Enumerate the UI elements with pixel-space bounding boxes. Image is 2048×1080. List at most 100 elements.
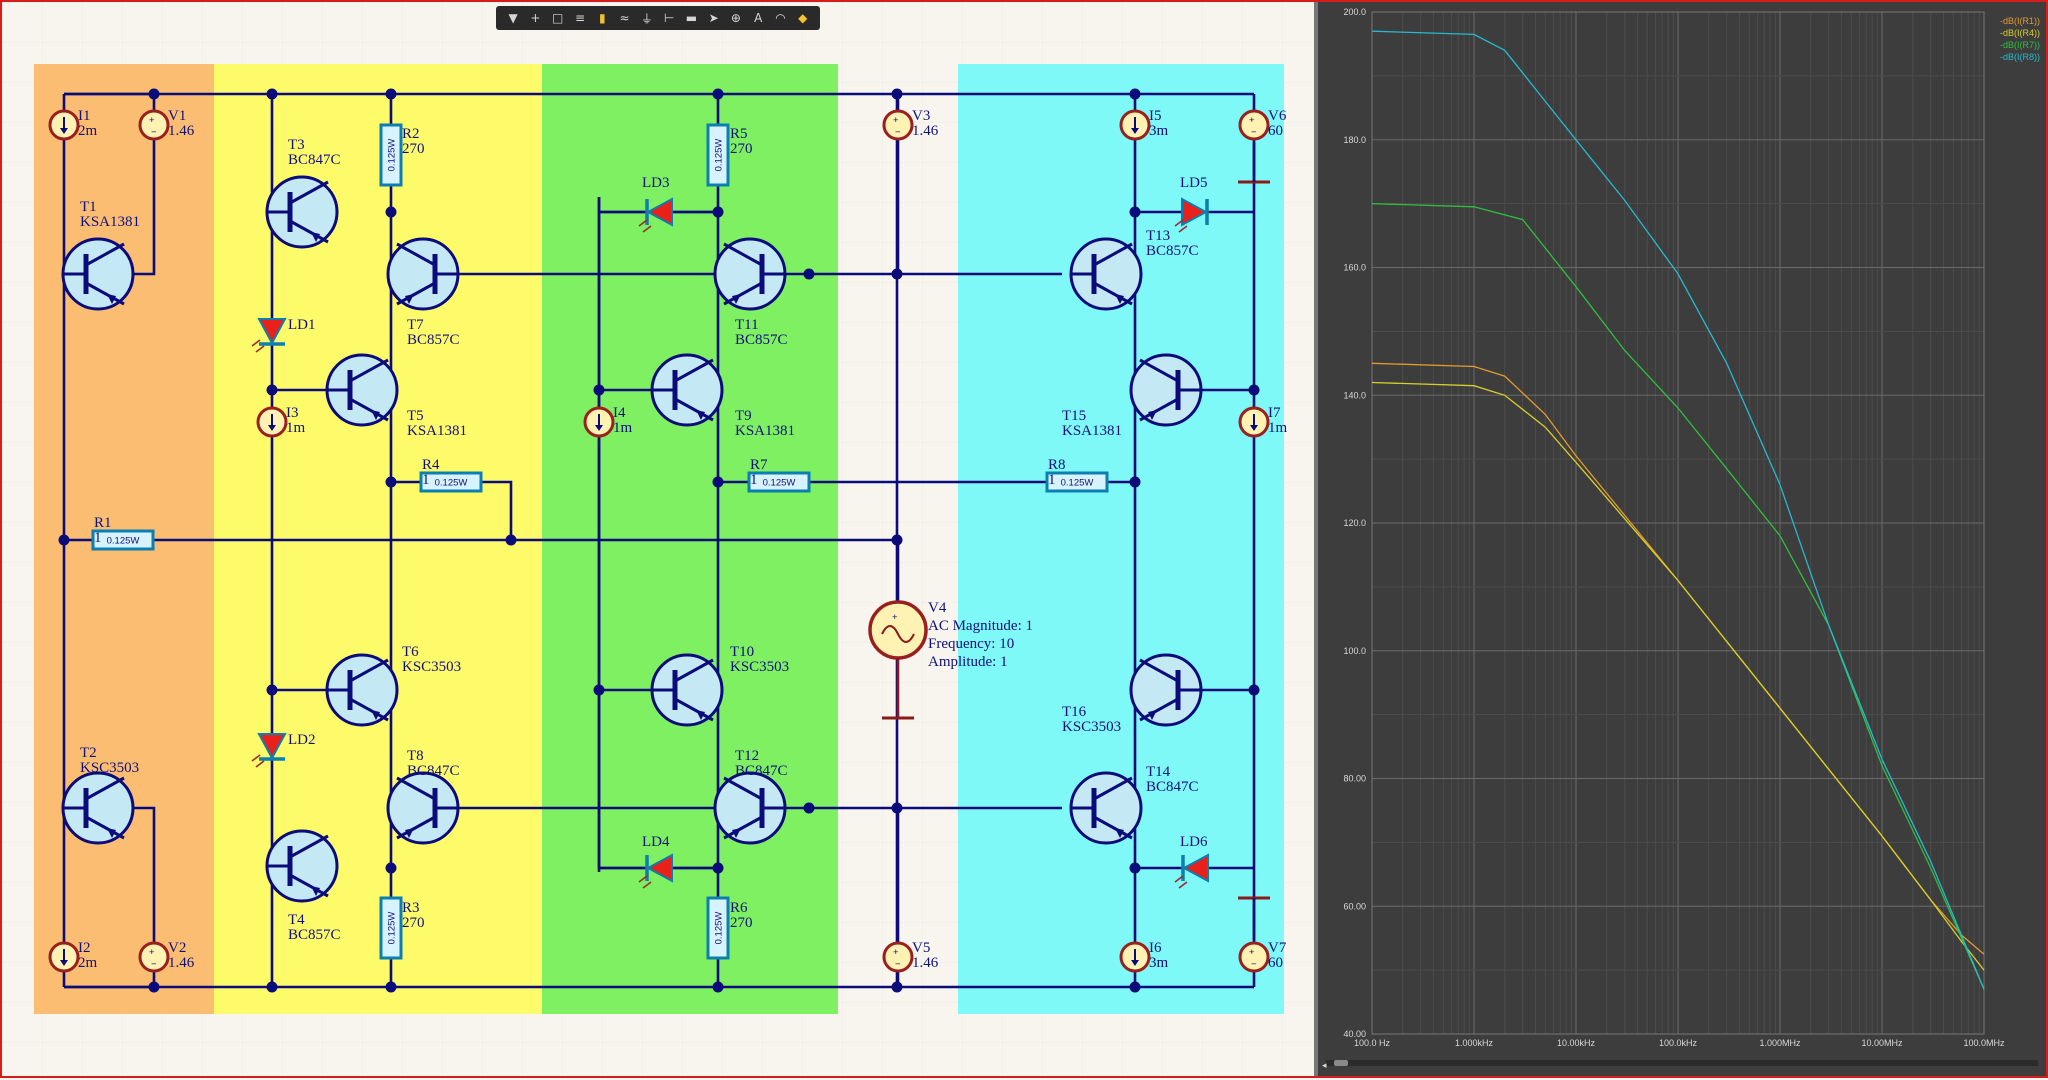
x-tick-label: 10.00kHz — [1557, 1038, 1596, 1048]
led-ld6[interactable]: LD6 — [1174, 834, 1209, 889]
series-line-2[interactable] — [1371, 202, 1985, 990]
filter-icon[interactable]: ▼ — [508, 11, 518, 25]
source-ref: V6 — [1268, 108, 1287, 124]
transistor-part: BC857C — [407, 332, 460, 348]
transistor-ref: T10 — [730, 644, 754, 660]
minus-sign: − — [1251, 959, 1257, 970]
source-value: 2m — [78, 123, 98, 139]
arc-icon[interactable]: ◠ — [775, 11, 786, 25]
voltage-source-v2[interactable]: +−V21.46 — [138, 940, 195, 973]
wire-icon[interactable]: ≈ — [619, 11, 630, 25]
text-icon[interactable]: A — [754, 11, 763, 25]
select-rect-icon[interactable]: □ — [552, 11, 564, 25]
led-ld5[interactable]: LD5 — [1174, 175, 1209, 233]
transistor-collector — [674, 658, 714, 683]
led-ld2[interactable]: LD2 — [251, 732, 316, 768]
scroll-left-icon[interactable]: ◂ — [1322, 1060, 1327, 1070]
transistor-arrow — [1115, 294, 1124, 304]
junction-dot — [148, 88, 160, 100]
transistor-emitter — [1093, 281, 1133, 306]
x-tick-label: 10.00MHz — [1861, 1038, 1903, 1048]
resistor-body — [379, 123, 403, 187]
ground-icon[interactable]: ⏚ — [640, 11, 653, 26]
source-ring — [138, 941, 170, 973]
transistor-part: BC847C — [1146, 779, 1199, 795]
power-icon[interactable]: ⊕ — [730, 11, 741, 25]
transistor-part: BC847C — [407, 763, 460, 779]
minus-sign: − — [151, 959, 157, 970]
series-line-1[interactable] — [1371, 381, 1985, 971]
zone-output-cyan — [958, 64, 1284, 1014]
transistor-emitter — [723, 281, 763, 306]
scrollbar-thumb[interactable] — [1334, 1060, 1348, 1066]
resistor-body — [1045, 471, 1109, 493]
y-tick-label: 60.00 — [1343, 901, 1366, 911]
bus-icon[interactable]: ▬ — [685, 11, 698, 25]
source-ring — [1238, 941, 1270, 973]
y-tick-label: 160.0 — [1343, 263, 1366, 273]
horizontal-scrollbar[interactable] — [1326, 1060, 2038, 1066]
transistor-emitter — [289, 873, 329, 898]
voltage-source-v3[interactable]: +−V31.46 — [882, 108, 939, 141]
light-emission-icon — [1178, 881, 1188, 889]
voltage-source-v5[interactable]: +−V51.46 — [882, 940, 939, 973]
voltage-source-v1[interactable]: +−V11.46 — [138, 108, 195, 141]
junction-dot — [385, 88, 397, 100]
align-icon[interactable]: ≡ — [574, 11, 586, 25]
led-ld1[interactable]: LD1 — [251, 317, 316, 353]
plus-sign: + — [1249, 947, 1255, 958]
transistor-ref: T8 — [407, 748, 424, 764]
panel-splitter[interactable] — [1314, 2, 1318, 1076]
resistor-value: 270 — [730, 141, 753, 157]
junction-dot — [891, 802, 903, 814]
led-ld3[interactable]: LD3 — [638, 175, 673, 233]
marker-icon[interactable]: ◆ — [798, 11, 808, 25]
component-icon[interactable]: ▮ — [598, 11, 606, 25]
light-emission-icon — [642, 225, 652, 233]
transistor-part: KSA1381 — [735, 423, 795, 439]
resistor-power: 0.125W — [714, 139, 725, 172]
crosshair-icon[interactable]: + — [530, 11, 541, 25]
series-line-3[interactable] — [1371, 30, 1985, 990]
port-icon[interactable]: ➤ — [708, 11, 719, 25]
led-ld4[interactable]: LD4 — [638, 834, 673, 889]
junction-dot — [266, 384, 278, 396]
net-label-icon[interactable]: ⊢ — [663, 11, 675, 25]
